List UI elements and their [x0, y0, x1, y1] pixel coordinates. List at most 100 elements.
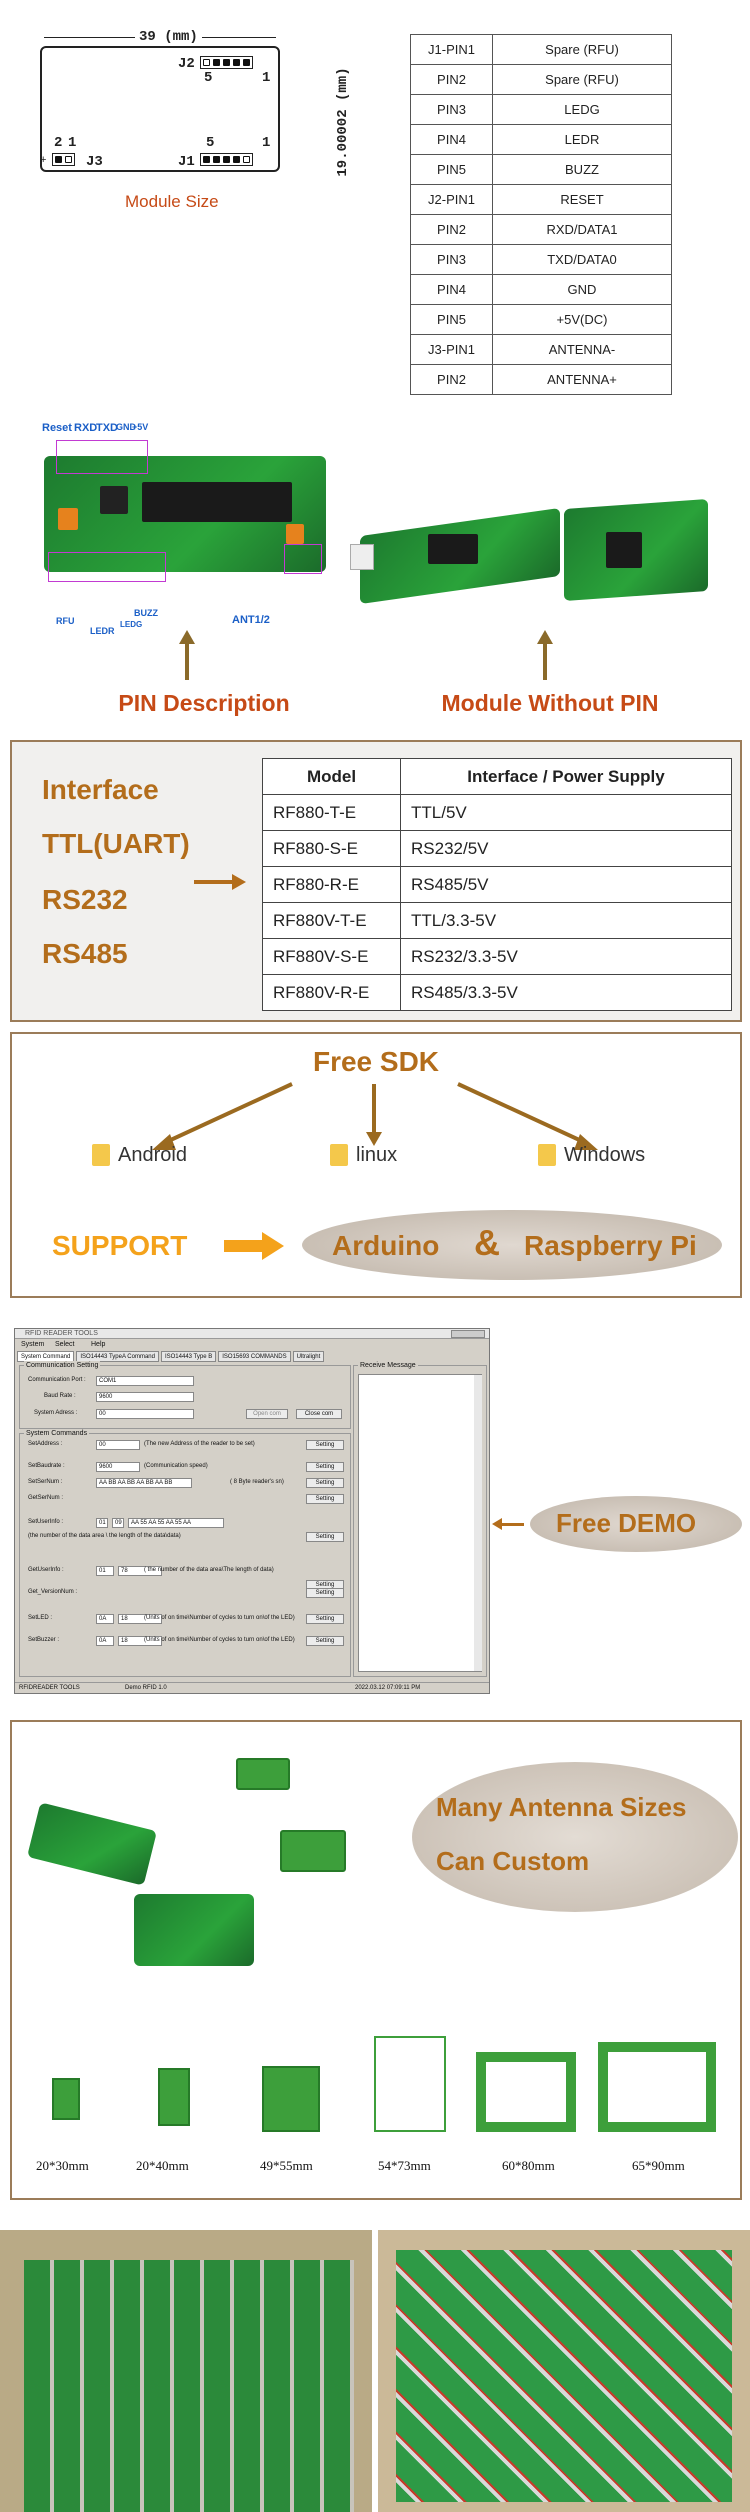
windows-folder-icon	[538, 1144, 556, 1166]
j2-num-right: 1	[262, 70, 271, 86]
pin-row: PIN5+5V(DC)	[410, 304, 672, 335]
setting-button[interactable]: Setting	[306, 1636, 344, 1646]
demo-software-window: RFID READER TOOLS System Select Help Sys…	[14, 1328, 490, 1694]
status-left: RFIDREADER TOOLS	[19, 1685, 80, 1691]
setting-button[interactable]: Setting	[306, 1440, 344, 1450]
cmd-value-input[interactable]: 00	[96, 1440, 140, 1450]
sys-addr-select[interactable]: 00	[96, 1409, 194, 1419]
sw-menu-system[interactable]: System	[21, 1341, 45, 1348]
comm-port-select[interactable]: COM1	[96, 1376, 194, 1386]
receive-textarea[interactable]	[358, 1374, 482, 1672]
pin-id: PIN4	[410, 124, 493, 155]
setting-button[interactable]: Setting	[306, 1532, 344, 1542]
setled-num[interactable]: 0A	[96, 1614, 114, 1624]
sdk-title: Free SDK	[312, 1046, 440, 1077]
sys-commands-group: System Commands SetAddress :00(The new A…	[19, 1429, 351, 1677]
interface-heading: Interface	[42, 774, 159, 805]
sw-menu-select[interactable]: Select	[55, 1341, 75, 1348]
antenna-size-label: 65*90mm	[632, 2158, 685, 2173]
tab-iso15693[interactable]: ISO15693 COMMANDS	[218, 1351, 291, 1362]
interface-arrow-head	[232, 874, 246, 890]
cmd-value-input[interactable]: 18	[118, 1614, 162, 1624]
height-dimension-label: 19.00002 (mm)	[335, 67, 351, 177]
raspberry-label: Raspberry Pi	[524, 1230, 697, 1261]
cmd-value-input[interactable]: 18	[118, 1636, 162, 1646]
top-pin-header	[56, 440, 148, 474]
sdk-arrow-right	[457, 1082, 589, 1146]
antenna-size-label: 54*73mm	[378, 2158, 431, 2173]
j3-header	[52, 153, 75, 166]
pin-function: Spare (RFU)	[492, 34, 672, 65]
model-table: Model Interface / Power Supply RF880-T-E…	[262, 758, 732, 1011]
userinfo-num-a[interactable]: 01	[96, 1518, 108, 1528]
cmd-note: (Units of on time\Number of cycles to tu…	[144, 1637, 295, 1643]
module-size-diagram: 39 (mm) 19.00002 (mm) J2 5 1 5 1 J1 2 1 …	[0, 0, 390, 230]
cmd-value-input[interactable]: AA BB AA BB AA BB AA BB	[96, 1478, 192, 1488]
sw-menu-help[interactable]: Help	[91, 1341, 106, 1348]
antenna-65x90	[598, 2042, 716, 2132]
setting-button[interactable]: Setting	[306, 1462, 344, 1472]
arduino-pill	[302, 1210, 722, 1280]
antenna-headline-1: Many Antenna Sizes	[436, 1792, 687, 1822]
pin-function: +5V(DC)	[492, 304, 672, 335]
antenna-module-board-2	[134, 1894, 254, 1966]
pin-id: PIN5	[410, 154, 493, 185]
close-com-button[interactable]: Close com	[296, 1409, 342, 1419]
j1-num-right: 1	[262, 135, 271, 151]
getuserinfo-num[interactable]: 01	[96, 1566, 114, 1576]
interface-type-rs485: RS485	[42, 938, 128, 969]
cmd-value-input[interactable]: 9600	[96, 1462, 140, 1472]
arduino-label: Arduino	[332, 1230, 440, 1261]
arrow-up-left	[185, 640, 189, 680]
pin-description-caption: PIN Description	[118, 690, 290, 716]
module-board-1-connector	[350, 544, 374, 570]
cmd-value-input[interactable]: 78	[118, 1566, 162, 1576]
linux-folder-icon	[330, 1144, 348, 1166]
antenna-60x80	[476, 2052, 576, 2132]
receive-scrollbar[interactable]	[474, 1375, 482, 1671]
label-reset: Reset	[42, 422, 72, 434]
tab-iso14443a[interactable]: ISO14443 TypeA Command	[76, 1351, 159, 1362]
j1-num-left: 5	[206, 135, 215, 151]
j2-num-left: 5	[204, 70, 213, 86]
setting-button[interactable]: Setting	[306, 1614, 344, 1624]
os-windows: Windows	[564, 1144, 646, 1166]
support-label: SUPPORT	[52, 1230, 188, 1261]
model-spec: RS232/5V	[400, 830, 732, 867]
receive-title: Receive Message	[358, 1361, 418, 1370]
cmd-note: (The new Address of the reader to be set…	[144, 1441, 255, 1447]
pin-description-photo: Reset RXD TXD GND +5V RFU LEDR LEDG BUZZ…	[30, 420, 340, 636]
tab-ultralight[interactable]: Ultralight	[292, 1351, 325, 1362]
model-header: Model	[262, 758, 401, 795]
cmd-label: SetUserInfo :	[28, 1519, 64, 1525]
label-rfu: RFU	[56, 616, 75, 626]
sw-window-controls[interactable]	[451, 1330, 485, 1338]
setbuzzer-num[interactable]: 0A	[96, 1636, 114, 1646]
module-board-1-chip	[428, 534, 478, 564]
j1-header	[200, 153, 253, 166]
userinfo-num-b[interactable]: 09	[112, 1518, 124, 1528]
model-name: RF880V-S-E	[262, 938, 401, 975]
setting-button[interactable]: Setting	[306, 1588, 344, 1598]
j2-header	[200, 56, 253, 69]
setting-button[interactable]: Setting	[306, 1494, 344, 1504]
j1-label: J1	[178, 154, 195, 170]
width-dimension-label: 39 (mm)	[135, 29, 202, 45]
open-com-button[interactable]: Open com	[246, 1409, 288, 1419]
status-right: 2022.03.12 07:09:11 PM	[355, 1685, 421, 1691]
setting-button[interactable]: Setting	[306, 1478, 344, 1488]
j3-num-left: 2	[54, 135, 63, 151]
pin-id: PIN2	[410, 214, 493, 245]
baud-select[interactable]: 9600	[96, 1392, 194, 1402]
pin-function: Spare (RFU)	[492, 64, 672, 95]
tab-iso14443b[interactable]: ISO14443 Type B	[160, 1351, 217, 1362]
cmd-value-input[interactable]: AA 55 AA 55 AA 55 AA	[128, 1518, 224, 1528]
comm-group-title: Communication Setting	[24, 1361, 101, 1370]
